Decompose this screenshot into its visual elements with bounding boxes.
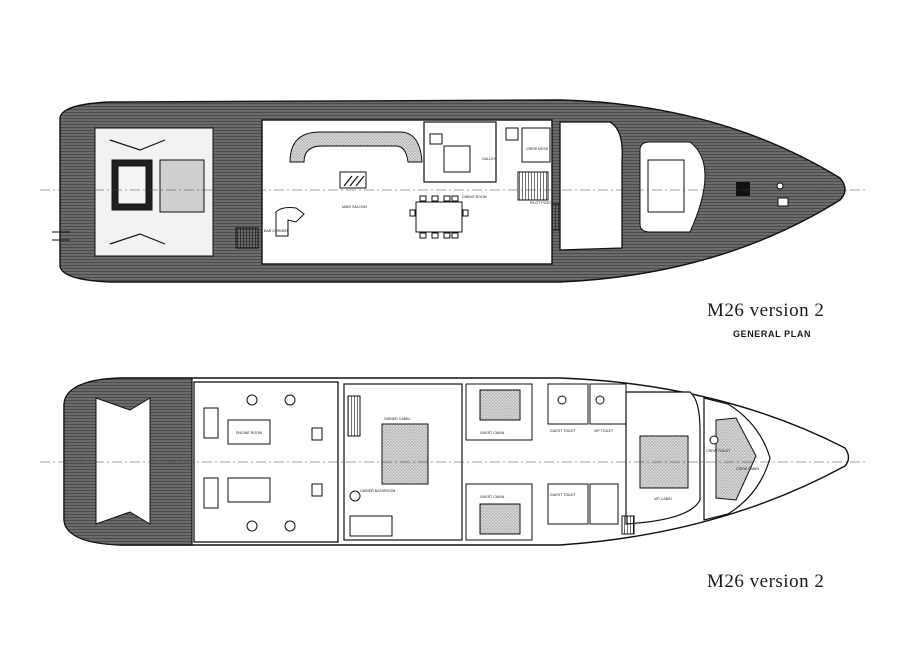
label-owner-bathroom: OWNER BATHROOM (360, 489, 395, 493)
upper-plan-title: M26 version 2 (707, 300, 825, 321)
label-engine-room: ENGINE ROOM (236, 431, 262, 435)
saloon-sofa (289, 131, 423, 163)
label-galley: GALLEY (482, 157, 497, 161)
label-vip-toilet: VIP TOILET (594, 429, 614, 433)
label-crew-toilet: CREW TOILET (706, 449, 731, 453)
label-guest-cabin-1: GUEST CABIN (480, 431, 505, 435)
label-guest-toilet-2: GUEST TOILET (550, 493, 577, 497)
upper-plan-subtitle: GENERAL PLAN (733, 329, 812, 339)
crew-mess (521, 127, 551, 163)
label-crew-mess: CREW MESS (526, 147, 549, 151)
label-bar-corner: BAR CORNER (264, 229, 288, 233)
label-main-saloon: MAIN SALOON (342, 205, 367, 209)
main-deck-plan: MAIN SALOON DINING ROOM GALLEY CREW MESS… (40, 99, 865, 283)
label-pilot-post: PILOT POST (530, 201, 552, 205)
wheelhouse (559, 121, 623, 251)
label-dining-room: DINING ROOM (462, 195, 487, 199)
dining-table (415, 201, 463, 233)
label-guest-toilet-1: GUEST TOILET (550, 429, 577, 433)
label-vip-cabin: VIP CABIN (654, 497, 672, 501)
label-guest-cabin-2: GUEST CABIN (480, 495, 505, 499)
lower-plan-title: M26 version 2 (707, 571, 825, 592)
label-owner-cabin: OWNER CABIN (384, 417, 410, 421)
label-crew-cabin: CREW CABIN (736, 467, 759, 471)
lower-deck-plan: ENGINE ROOM OWNER CABIN OWNER BATHROOM G… (40, 377, 865, 546)
